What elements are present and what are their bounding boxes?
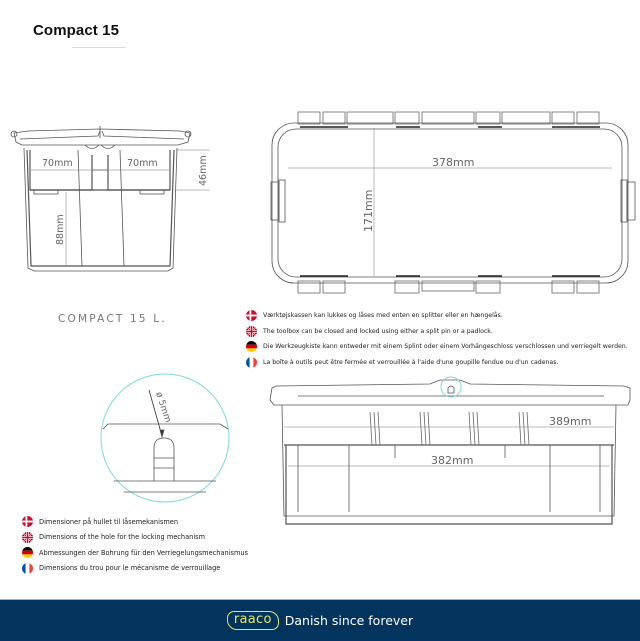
note-german: Abmessungen der Bohrung für den Verriege…: [22, 545, 248, 561]
model-label: COMPACT 15 L.: [58, 313, 167, 325]
dim-lower-depth: 88mm: [55, 214, 66, 245]
france-flag-icon: [22, 562, 33, 574]
dim-outer-length: 389mm: [549, 415, 591, 428]
note-german: Die Werkzeugkiste kann entweder mit eine…: [246, 339, 628, 355]
dim-width: 171mm: [362, 190, 375, 232]
raaco-logo: raaco: [226, 611, 279, 630]
technical-drawings: 70mm 70mm 46mm 88mm 378mm 171mm 389mm 38…: [10, 111, 636, 525]
top-view-drawing: [270, 111, 636, 294]
note-text: Die Werkzeugkiste kann entweder mit eine…: [263, 343, 628, 351]
france-flag-icon: [246, 356, 257, 368]
lock-notes: Værktøjskassen kan lukkes og låses med e…: [246, 308, 628, 370]
note-english: Dimensions of the hole for the locking m…: [22, 530, 248, 546]
footer-tagline: Danish since forever: [284, 613, 414, 628]
note-text: Dimensions du trou pour le mécanisme de …: [39, 564, 221, 573]
denmark-flag-icon: [246, 310, 257, 322]
note-text: Værktøjskassen kan lukkes og låses med e…: [263, 312, 503, 320]
page-title: Compact 15: [33, 22, 120, 39]
dim-right-compartment: 70mm: [127, 158, 158, 169]
lock-hole-detail-drawing: [100, 373, 230, 503]
note-text: La boîte à outils peut être fermée et ve…: [263, 358, 559, 366]
uk-flag-icon: [246, 325, 257, 337]
title-underline: [72, 47, 126, 48]
note-text: Dimensioner på hullet til låsemekanismen: [39, 517, 179, 526]
note-text: Abmessungen der Bohrung für den Verriege…: [39, 548, 248, 557]
note-english: The toolbox can be closed and locked usi…: [246, 324, 628, 340]
germany-flag-icon: [246, 341, 257, 353]
germany-flag-icon: [22, 547, 33, 559]
side-view-drawing: [10, 126, 210, 272]
note-text: Dimensions of the hole for the locking m…: [39, 533, 206, 542]
note-danish: Dimensioner på hullet til låsemekanismen: [22, 514, 248, 530]
note-danish: Værktøjskassen kan lukkes og låses med e…: [246, 308, 628, 324]
footer-banner: raaco Danish since forever: [0, 599, 640, 641]
denmark-flag-icon: [22, 516, 33, 528]
dim-inner-length: 382mm: [431, 454, 473, 467]
hole-notes: Dimensioner på hullet til låsemekanismen…: [22, 514, 248, 576]
dim-hole-diameter: ø 5mm: [153, 391, 172, 424]
dim-left-compartment: 70mm: [42, 158, 73, 169]
note-french: Dimensions du trou pour le mécanisme de …: [22, 561, 248, 577]
front-view-drawing: [269, 376, 631, 525]
note-text: The toolbox can be closed and locked usi…: [263, 327, 493, 335]
note-french: La boîte à outils peut être fermée et ve…: [246, 355, 628, 371]
uk-flag-icon: [22, 531, 33, 543]
dim-length: 378mm: [432, 156, 474, 169]
dim-tray-depth: 46mm: [198, 155, 209, 186]
